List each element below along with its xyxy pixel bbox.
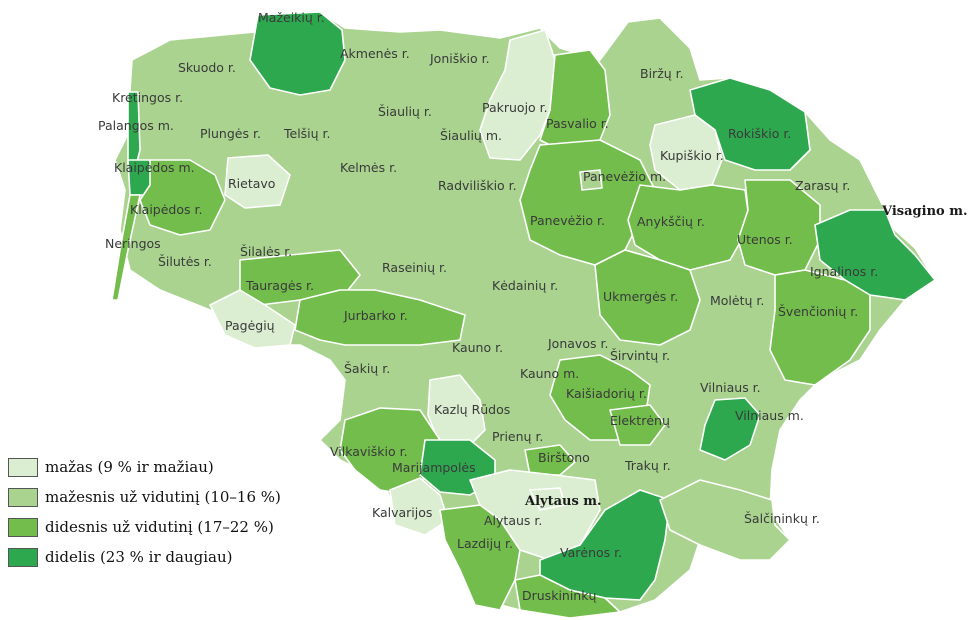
- region-label: Telšių r.: [283, 126, 331, 141]
- region-label: Elektrėnų: [610, 413, 670, 428]
- region-label: Varėnos r.: [560, 545, 622, 560]
- region-label: Mažeikių r.: [258, 10, 325, 25]
- region-label: Anykščių r.: [637, 214, 705, 229]
- region-label: Klaipėdos r.: [130, 202, 202, 217]
- region-utenos: [737, 179, 821, 276]
- region-label: Šalčininkų r.: [744, 511, 820, 526]
- legend-label: didesnis už vidutinį (17–22 %): [45, 518, 274, 536]
- region-label: Kauno m.: [520, 366, 579, 381]
- region-label: Molėtų r.: [710, 293, 764, 308]
- region-label: Trakų r.: [624, 458, 671, 473]
- region-label: Neringos: [105, 236, 161, 251]
- region-label: Prienų r.: [492, 429, 543, 444]
- region-label: Pakruojo r.: [482, 100, 548, 115]
- region-pagegiu: [209, 289, 296, 349]
- region-rietavo: [224, 154, 291, 209]
- legend-item-mazesnis: mažesnis už vidutinį (10–16 %): [8, 482, 281, 512]
- region-label: Biržų r.: [640, 66, 684, 81]
- region-label: Alytaus m.: [524, 494, 602, 509]
- region-label: Visagino m.: [881, 204, 968, 219]
- region-label: Ukmergės r.: [603, 289, 678, 304]
- region-label: Radviliškio r.: [438, 178, 517, 193]
- region-label: Akmenės r.: [340, 46, 410, 61]
- region-elektrenu: [609, 404, 666, 446]
- region-lazdiju: [439, 504, 521, 611]
- region-mazeikiu: [249, 11, 346, 96]
- region-pakruojo: [479, 29, 556, 161]
- legend-label: mažesnis už vidutinį (10–16 %): [45, 488, 281, 506]
- legend-swatch-mazas: [8, 457, 38, 477]
- region-neringos: [111, 194, 141, 301]
- region-label: Vilniaus r.: [700, 380, 761, 395]
- region-druskininku: [514, 574, 621, 619]
- region-label: Tauragės r.: [245, 278, 314, 293]
- region-jurbarko: [294, 289, 466, 346]
- region-label: Švenčionių r.: [778, 304, 858, 319]
- region-label: Rietavo: [228, 176, 275, 191]
- region-panevezio-m: [579, 169, 603, 191]
- region-label: Alytaus r.: [484, 513, 542, 528]
- legend-item-mazas: mažas (9 % ir mažiau): [8, 452, 281, 482]
- region-label: Panevėžio r.: [530, 213, 605, 228]
- region-label: Kalvarijos: [372, 505, 432, 520]
- region-label: Jonavos r.: [547, 336, 608, 351]
- region-label: Kupiškio r.: [660, 148, 724, 163]
- region-label: Raseinių r.: [382, 260, 447, 275]
- legend-label: mažas (9 % ir mažiau): [45, 458, 214, 476]
- region-label: Rokiškio r.: [728, 126, 791, 141]
- region-label: Pagėgių: [225, 318, 275, 333]
- region-label: Šiaulių m.: [440, 128, 502, 143]
- region-label: Kretingos r.: [112, 90, 183, 105]
- region-label: Utenos r.: [737, 232, 793, 247]
- legend-swatch-didelis: [8, 547, 38, 567]
- region-label: Ignalinos r.: [810, 264, 878, 279]
- region-label: Pasvalio r.: [546, 116, 609, 131]
- region-label: Šiaulių r.: [378, 104, 432, 119]
- region-kazlu-rudos: [427, 374, 486, 446]
- region-label: Kaišiadorių r.: [566, 386, 647, 401]
- region-label: Skuodo r.: [178, 60, 236, 75]
- region-ignalinos: [814, 209, 936, 301]
- region-label: Plungės r.: [200, 126, 261, 141]
- region-ukmerges: [594, 249, 701, 346]
- region-vilniaus-m: [699, 397, 761, 461]
- region-label: Palangos m.: [98, 118, 174, 133]
- region-anyksciu: [627, 184, 751, 271]
- region-label: Zarasų r.: [795, 178, 850, 193]
- region-label: Kauno r.: [452, 340, 503, 355]
- region-salcininku: [659, 479, 791, 561]
- region-label: Šilalės r.: [240, 244, 292, 259]
- region-label: Klaipėdos m.: [114, 160, 195, 175]
- region-alytaus-m: [529, 487, 566, 511]
- region-label: Panevėžio m.: [583, 169, 666, 184]
- legend-item-didelis: didelis (23 % ir daugiau): [8, 542, 281, 572]
- region-label: Kėdainių r.: [492, 278, 558, 293]
- region-label: Vilkaviškio r.: [330, 444, 408, 459]
- region-label: Kazlų Rūdos: [434, 402, 510, 417]
- legend-label: didelis (23 % ir daugiau): [45, 548, 233, 566]
- region-label: Jurbarko r.: [343, 308, 408, 323]
- region-label: Marijampolės: [392, 460, 476, 475]
- region-label: Birštono: [538, 450, 590, 465]
- region-label: Joniškio r.: [429, 51, 490, 66]
- legend: mažas (9 % ir mažiau) mažesnis už viduti…: [8, 452, 281, 572]
- legend-swatch-didesnis: [8, 517, 38, 537]
- region-label: Vilniaus m.: [735, 408, 804, 423]
- region-label: Kelmės r.: [340, 160, 397, 175]
- region-label: Šakių r.: [344, 361, 390, 376]
- legend-swatch-mazesnis: [8, 487, 38, 507]
- region-klaipedos-r: [139, 159, 226, 236]
- region-label: Druskininkų: [522, 588, 596, 603]
- region-birstono: [524, 444, 576, 476]
- region-label: Šilutės r.: [158, 254, 212, 269]
- legend-item-didesnis: didesnis už vidutinį (17–22 %): [8, 512, 281, 542]
- region-svencioniu: [769, 269, 871, 386]
- region-label: Širvintų r.: [610, 348, 670, 363]
- region-label: Lazdijų r.: [457, 536, 513, 551]
